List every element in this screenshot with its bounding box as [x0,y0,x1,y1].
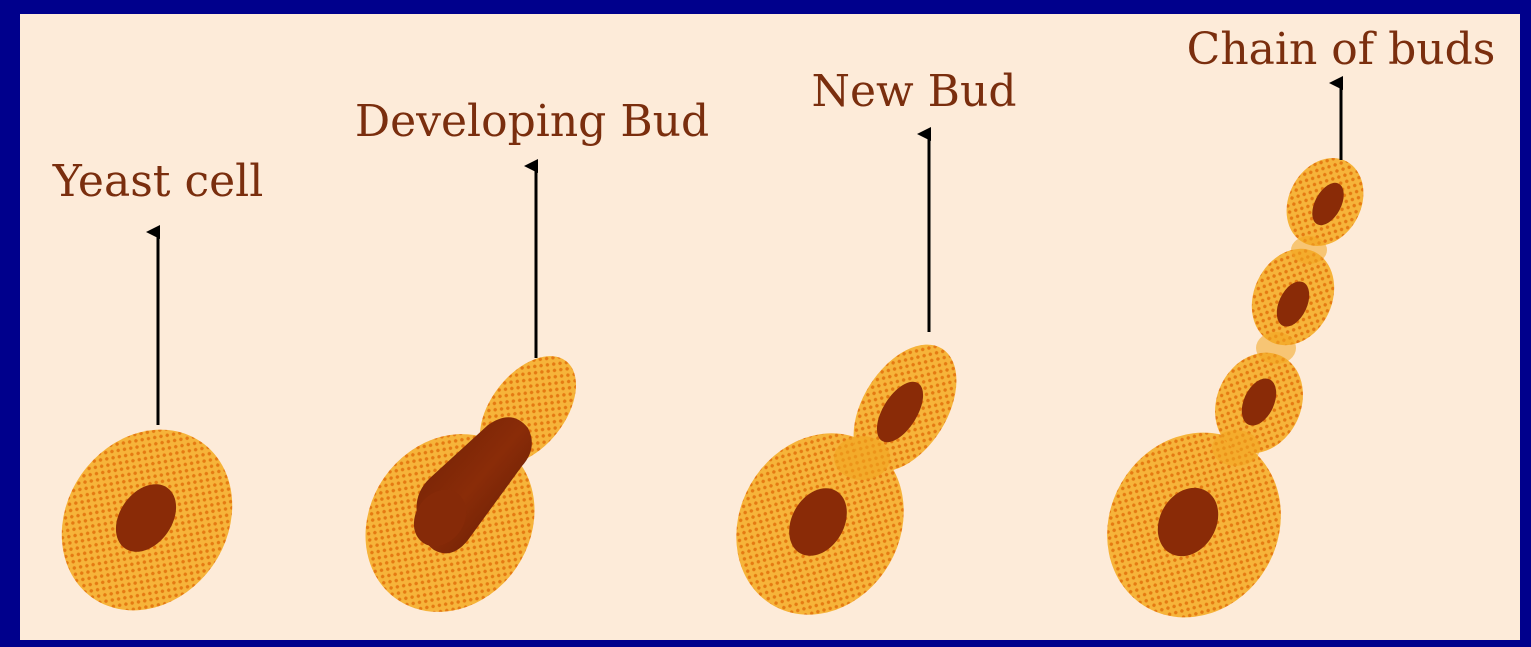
chain-neck-3 [1291,236,1327,264]
stage-yeast-cell: Yeast cell [27,156,267,644]
stage-chain-of-buds: Chain of buds [1074,24,1496,647]
chain-neck-1 [1212,430,1260,466]
label-yeast-cell: Yeast cell [52,156,264,207]
label-developing-bud: Developing Bud [355,96,709,147]
label-chain-of-buds: Chain of buds [1187,24,1496,75]
label-new-bud: New Bud [811,66,1016,117]
bud-neck [834,436,890,480]
chain-neck-2 [1256,332,1296,364]
stage-new-bud: New Bud [704,66,1017,645]
stage-developing-bud: Developing Bud [331,96,709,645]
